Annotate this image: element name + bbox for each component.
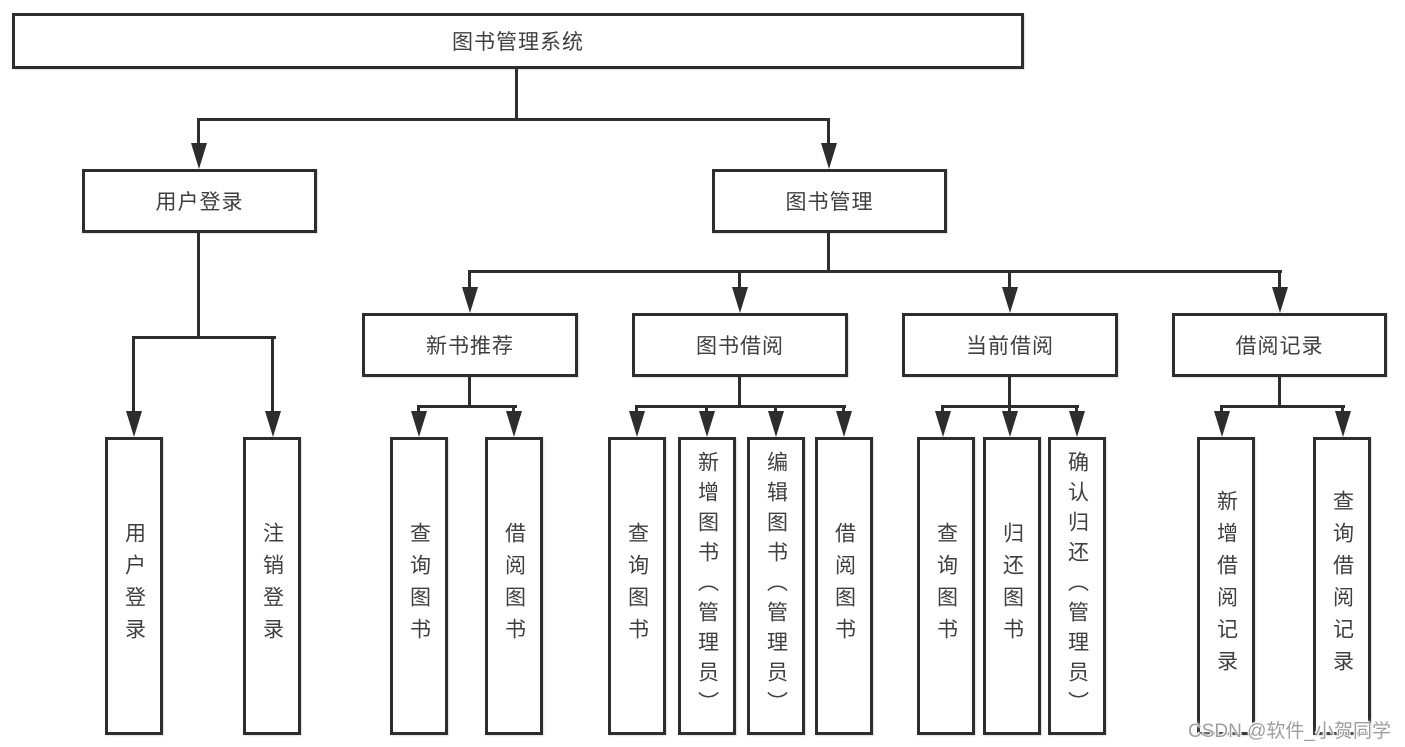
leaf-logout: 注销登录 <box>243 437 301 735</box>
node-label: 图书借阅 <box>696 335 784 358</box>
arrowhead-down-icon <box>1069 411 1085 437</box>
connector-stem <box>1075 405 1078 415</box>
connector-stem <box>842 405 845 415</box>
leaf-query-books-2: 查询图书 <box>608 437 666 735</box>
arrowhead-down-icon <box>1002 411 1018 437</box>
node-label: 新书推荐 <box>426 335 514 358</box>
leaf-label: 归还图书 <box>1000 522 1024 650</box>
connector-root-crossbar <box>197 118 830 121</box>
connector-stem <box>1008 270 1011 292</box>
arrowhead-down-icon <box>506 411 522 437</box>
leaf-return-books: 归还图书 <box>983 437 1041 735</box>
connector-stem <box>132 336 135 414</box>
node-new-book-recommendation: 新书推荐 <box>362 313 578 377</box>
leaf-label: 借阅图书 <box>502 522 526 650</box>
connector-stem <box>512 405 515 415</box>
leaf-label: 编辑图书（管理员） <box>764 451 788 721</box>
node-user-login: 用户登录 <box>82 169 317 233</box>
connector-crossbar <box>635 405 846 408</box>
connector-login-crossbar <box>132 336 276 339</box>
arrowhead-down-icon <box>699 411 715 437</box>
connector-stem <box>417 405 420 415</box>
leaf-label: 注销登录 <box>260 522 284 650</box>
leaf-query-books-1: 查询图书 <box>390 437 448 735</box>
connector-stem <box>827 118 830 148</box>
arrowhead-down-icon <box>1335 411 1351 437</box>
csdn-watermark: CSDN @软件_小贺同学 <box>1188 721 1391 742</box>
connector-root-stem <box>515 69 518 121</box>
leaf-label: 查询图书 <box>625 522 649 650</box>
connector-stem <box>635 405 638 415</box>
connector-stem <box>468 377 471 408</box>
arrowhead-down-icon <box>821 143 837 169</box>
connector-stem <box>468 270 471 292</box>
arrowhead-down-icon <box>732 287 748 313</box>
connector-stem <box>738 377 741 408</box>
leaf-query-borrow-record: 查询借阅记录 <box>1313 437 1371 735</box>
connector-login-stem <box>197 233 200 339</box>
leaf-label: 用户登录 <box>122 522 146 650</box>
node-current-borrowing: 当前借阅 <box>902 313 1118 377</box>
node-label: 图书管理 <box>785 191 874 214</box>
arrowhead-down-icon <box>265 411 281 437</box>
leaf-user-login: 用户登录 <box>105 437 163 735</box>
leaf-label: 查询图书 <box>934 522 958 650</box>
leaf-label: 确认归还（管理员） <box>1065 451 1089 721</box>
node-borrowing-records: 借阅记录 <box>1172 313 1387 377</box>
connector-stem <box>774 405 777 415</box>
connector-crossbar <box>1220 405 1345 408</box>
leaf-label: 新增图书（管理员） <box>695 451 719 721</box>
connector-stem <box>1341 405 1344 415</box>
connector-stem <box>705 405 708 415</box>
connector-mgmt-crossbar <box>468 270 1282 273</box>
leaf-borrow-books-2: 借阅图书 <box>815 437 873 735</box>
node-label: 用户登录 <box>155 191 244 214</box>
node-label: 当前借阅 <box>966 335 1054 358</box>
arrowhead-down-icon <box>1002 287 1018 313</box>
node-label: 借阅记录 <box>1235 335 1324 358</box>
leaf-borrow-books-1: 借阅图书 <box>485 437 543 735</box>
arrowhead-down-icon <box>836 411 852 437</box>
connector-mgmt-stem <box>827 233 830 273</box>
leaf-label: 借阅图书 <box>832 522 856 650</box>
leaf-query-books-3: 查询图书 <box>917 437 975 735</box>
connector-crossbar <box>417 405 517 408</box>
arrowhead-down-icon <box>935 411 951 437</box>
connector-stem <box>1008 377 1011 408</box>
arrowhead-down-icon <box>629 411 645 437</box>
arrowhead-down-icon <box>126 411 142 437</box>
leaf-edit-books-admin: 编辑图书（管理员） <box>747 437 805 735</box>
connector-stem <box>271 336 274 414</box>
connector-stem <box>738 270 741 292</box>
arrowhead-down-icon <box>462 287 478 313</box>
leaf-add-borrow-record: 新增借阅记录 <box>1197 437 1255 735</box>
leaf-label: 查询借阅记录 <box>1330 490 1354 682</box>
connector-stem <box>1220 405 1223 415</box>
connector-stem <box>941 405 944 415</box>
leaf-add-books-admin: 新增图书（管理员） <box>678 437 736 735</box>
connector-stem <box>1008 405 1011 415</box>
leaf-label: 查询图书 <box>407 522 431 650</box>
node-label: 图书管理系统 <box>452 31 584 54</box>
connector-stem <box>1278 377 1281 408</box>
arrowhead-down-icon <box>1214 411 1230 437</box>
arrowhead-down-icon <box>768 411 784 437</box>
connector-stem <box>197 118 200 148</box>
node-book-borrowing: 图书借阅 <box>632 313 848 377</box>
arrowhead-down-icon <box>411 411 427 437</box>
arrowhead-down-icon <box>1272 287 1288 313</box>
connector-stem <box>1278 270 1281 292</box>
node-book-management: 图书管理 <box>712 169 947 233</box>
leaf-label: 新增借阅记录 <box>1214 490 1238 682</box>
arrowhead-down-icon <box>191 143 207 169</box>
leaf-confirm-return-admin: 确认归还（管理员） <box>1048 437 1106 735</box>
node-library-system-root: 图书管理系统 <box>12 13 1024 69</box>
